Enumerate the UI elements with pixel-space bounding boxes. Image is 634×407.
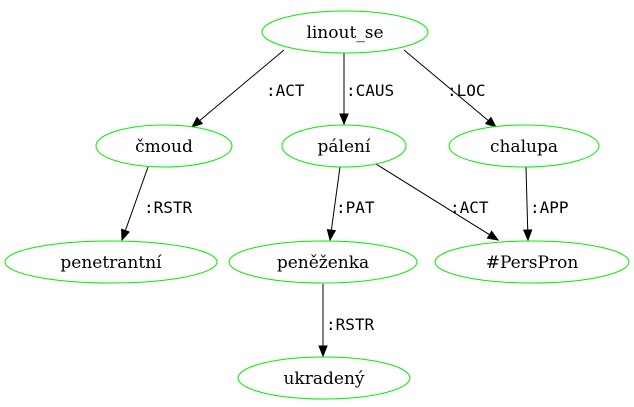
edge-line xyxy=(199,49,285,121)
node-linout_se: linout_se xyxy=(261,10,429,54)
node-cmoud: čmoud xyxy=(95,124,233,168)
node-label: chalupa xyxy=(490,137,558,157)
node-label: čmoud xyxy=(135,137,193,157)
node-ukradeny: ukradený xyxy=(237,356,411,400)
node-label: #PersPron xyxy=(486,253,579,273)
node-label: penetrantní xyxy=(60,253,162,273)
edge-cmoud-penetrantni: :RSTR xyxy=(121,166,193,242)
edge-label: :RSTR xyxy=(326,315,375,334)
edge-linout_se-paleni: :CAUS xyxy=(339,53,394,126)
edge-arrowhead xyxy=(522,229,533,242)
edge-label: :RSTR xyxy=(144,198,193,217)
edge-label: :CAUS xyxy=(346,81,394,100)
edge-linout_se-cmoud: :ACT xyxy=(190,49,305,128)
node-ellipse xyxy=(95,124,233,168)
edge-label: :ACT xyxy=(266,81,305,100)
edge-line xyxy=(525,166,529,231)
edge-label: :APP xyxy=(530,198,569,217)
edge-line xyxy=(330,166,341,231)
edge-arrowhead xyxy=(339,113,349,126)
node-ellipse xyxy=(448,124,600,168)
edge-arrowhead xyxy=(190,116,204,128)
node-label: pálení xyxy=(318,137,371,157)
node-chalupa: chalupa xyxy=(448,124,600,168)
node-ellipse xyxy=(4,240,218,284)
edge-label: :ACT xyxy=(450,198,489,217)
edge-paleni-perspron: :ACT xyxy=(375,163,500,241)
edge-label: :LOC xyxy=(447,81,486,100)
node-ellipse xyxy=(434,240,630,284)
edge-line xyxy=(403,49,489,121)
edge-line xyxy=(124,166,149,231)
edge-arrowhead xyxy=(326,228,337,242)
edge-arrowhead xyxy=(486,230,500,241)
node-perspron: #PersPron xyxy=(434,240,630,284)
node-paleni: pálení xyxy=(281,124,407,168)
node-ellipse xyxy=(228,240,418,284)
edge-line xyxy=(375,163,490,236)
edge-chalupa-perspron: :APP xyxy=(522,166,569,242)
edge-arrowhead xyxy=(484,116,498,128)
edge-penezenka-ukradeny: :RSTR xyxy=(318,284,375,358)
edge-paleni-penezenka: :PAT xyxy=(326,166,375,242)
node-ellipse xyxy=(237,356,411,400)
edge-arrowhead xyxy=(121,228,130,242)
node-label: ukradený xyxy=(283,369,364,389)
node-ellipse xyxy=(261,10,429,54)
edge-linout_se-chalupa: :LOC xyxy=(403,49,498,128)
nodes-layer: linout_se čmoud pálení chalupa penetrantní pe… xyxy=(4,10,630,400)
edges-layer: :ACT :CAUS :LOC :RSTR :PAT :ACT :APP :RSTR xyxy=(121,49,569,358)
node-ellipse xyxy=(281,124,407,168)
node-label: linout_se xyxy=(306,23,383,43)
edge-arrowhead xyxy=(318,345,328,358)
edge-label: :PAT xyxy=(336,198,375,217)
node-penetrantni: penetrantní xyxy=(4,240,218,284)
node-penezenka: peněženka xyxy=(228,240,418,284)
node-label: peněženka xyxy=(277,253,369,273)
